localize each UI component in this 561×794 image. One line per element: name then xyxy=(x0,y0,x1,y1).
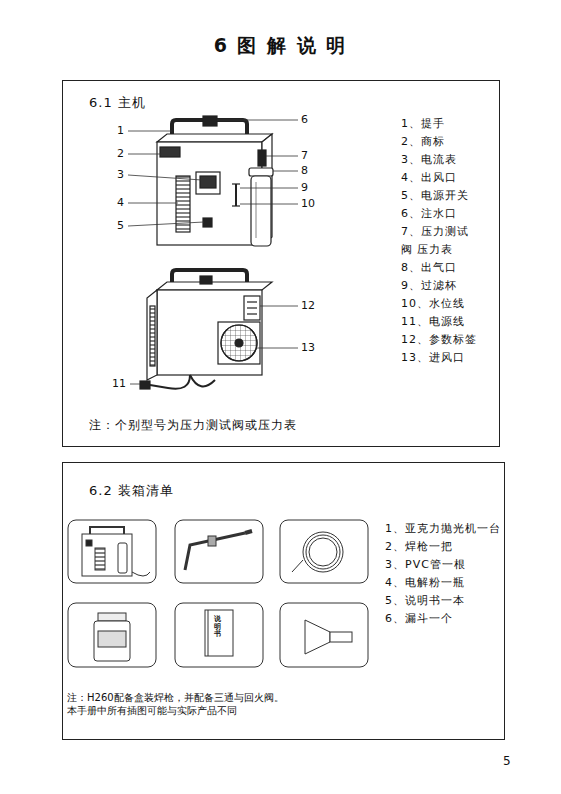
packing-items xyxy=(68,520,368,667)
callout-number: 6 xyxy=(301,113,308,126)
machine-front xyxy=(157,116,273,246)
packing-list-item: 4、电解粉一瓶 xyxy=(385,574,465,592)
part-list-item: 2、商标 xyxy=(401,133,445,151)
part-list-item: 3、电流表 xyxy=(401,151,457,169)
leader-lines xyxy=(128,120,298,384)
part-list-item: 5、电源开关 xyxy=(401,187,469,205)
part-list-item: 1、提手 xyxy=(401,115,445,133)
callout-number: 1 xyxy=(117,124,124,137)
callout-number: 11 xyxy=(112,377,126,390)
packing-list-item: 6、漏斗一个 xyxy=(385,610,453,628)
callout-number: 3 xyxy=(117,168,124,181)
section-heading: 6.2 装箱清单 xyxy=(89,483,174,499)
packing-list-item: 5、说明书一本 xyxy=(385,592,465,610)
note: 注：H260配备盒装焊枪，并配备三通与回火阀。 xyxy=(67,692,284,704)
callout-number: 12 xyxy=(301,299,315,312)
callout-number: 9 xyxy=(301,181,308,194)
callout-number: 2 xyxy=(117,147,124,160)
part-list-item: 10、水位线 xyxy=(401,295,465,313)
packing-list-item: 2、焊枪一把 xyxy=(385,538,453,556)
callout-number: 7 xyxy=(301,149,308,162)
part-list-item: 4、出风口 xyxy=(401,169,457,187)
callout-number: 5 xyxy=(117,219,124,232)
part-list-item: 6、注水口 xyxy=(401,205,457,223)
part-list-item: 8、出气口 xyxy=(401,259,457,277)
page-number: 5 xyxy=(503,754,511,768)
machine-rear xyxy=(140,270,272,389)
part-list-item: 13、进风口 xyxy=(401,349,465,367)
section-heading: 6.1 主机 xyxy=(89,95,146,111)
callout-number: 4 xyxy=(117,196,124,209)
page-title: 6 图 解 说 明 xyxy=(0,34,561,57)
note: 注：个别型号为压力测试阀或压力表 xyxy=(89,418,297,432)
packing-list-item: 1、亚克力抛光机一台 xyxy=(385,520,501,538)
booklet-title: 说明书 xyxy=(214,616,221,639)
part-list-item: 12、参数标签 xyxy=(401,331,477,349)
callout-number: 8 xyxy=(301,164,308,177)
packing-list-item: 3、PVC管一根 xyxy=(385,556,466,574)
section-box: 6.1 主机 1、提手2、商标3、电流表4、出风口5、电源开关6、注水口7、压力测… xyxy=(62,80,500,447)
part-list-item: 11、电源线 xyxy=(401,313,465,331)
callout-number: 10 xyxy=(301,197,315,210)
callout-number: 13 xyxy=(301,341,315,354)
section-box: 6.2 装箱清单 1、亚克力抛光机一台2、焊枪一把3、PVC管一根4、电解粉一瓶5… xyxy=(62,462,505,740)
note: 本手册中所有插图可能与实际产品不同 xyxy=(67,705,237,717)
part-list-item: 9、过滤杯 xyxy=(401,277,457,295)
part-list-item: 7、压力测试阀 压力表 xyxy=(401,223,479,259)
